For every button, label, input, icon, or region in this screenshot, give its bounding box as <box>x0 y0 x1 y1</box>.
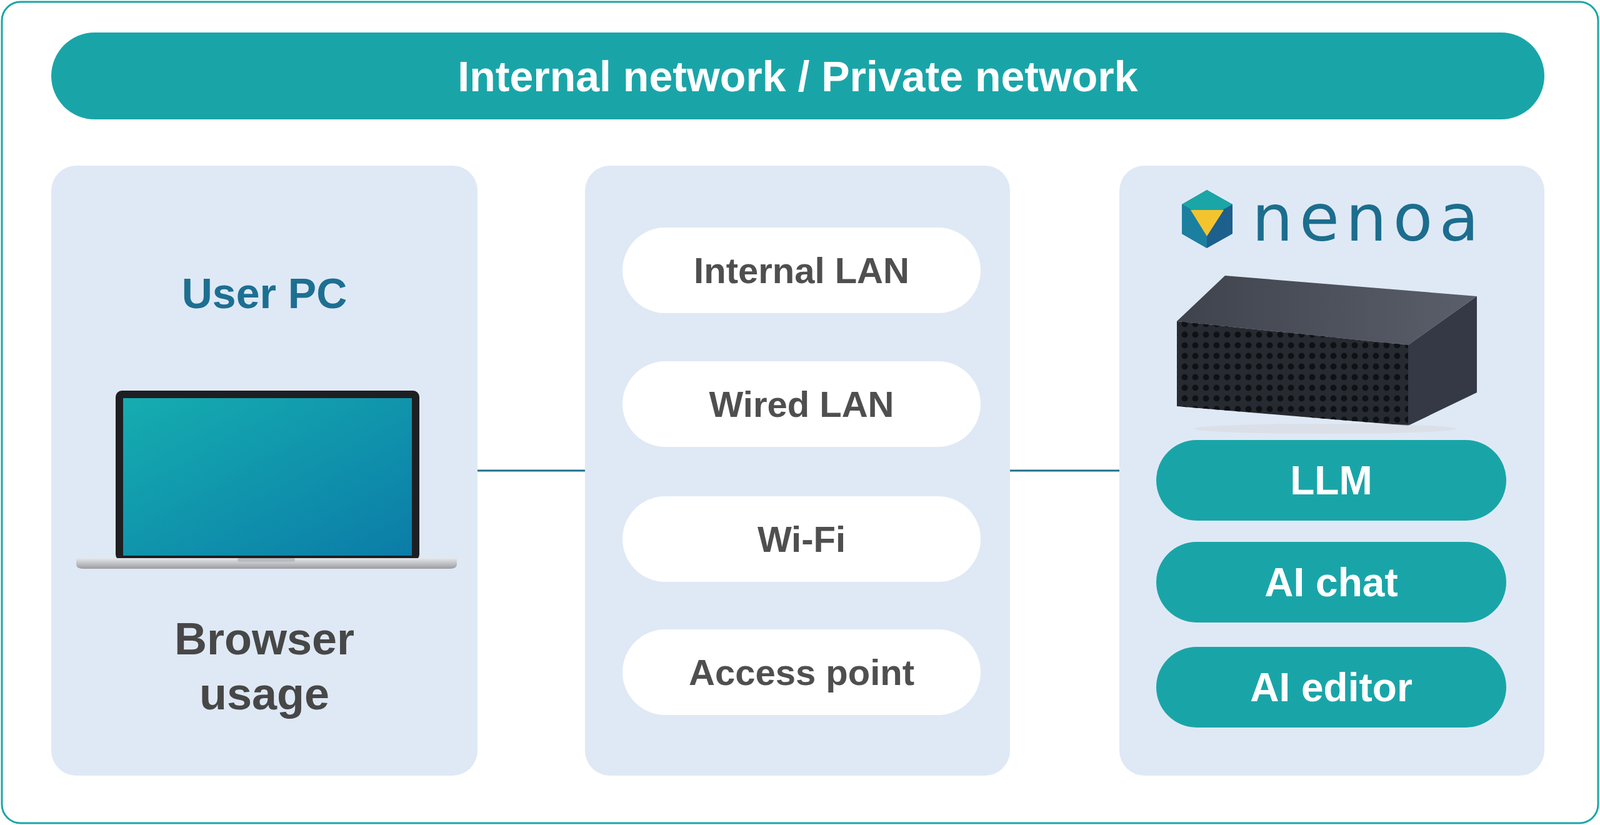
feature-pill: AI chat <box>1156 541 1507 623</box>
title-band: Internal network / Private network <box>51 32 1545 120</box>
network-option-pill: Access point <box>622 629 981 715</box>
node-label: Wi-Fi <box>757 518 846 560</box>
node-sublabel: Browser usage <box>142 611 387 722</box>
node-label: LLM <box>1290 457 1373 504</box>
feature-pill: AI editor <box>1156 646 1507 728</box>
node-label: User PC <box>51 268 478 319</box>
node-label: Internal LAN <box>693 249 910 292</box>
feature-pill: LLM <box>1156 440 1507 521</box>
device-panel: User PC Browser usage <box>51 165 478 776</box>
network-panel: Internal LAN Wired LAN Wi-FiAccess point <box>585 165 1010 776</box>
node-label: Access point <box>688 651 915 694</box>
connector-line <box>477 470 585 472</box>
node-label: AI chat <box>1264 559 1398 606</box>
brand-name: nenoa <box>1251 180 1527 256</box>
node-label: Internal network / Private network <box>457 51 1138 101</box>
node-label: AI editor <box>1250 664 1413 711</box>
connector-line <box>1010 470 1120 472</box>
network-option-pill: Wi-Fi <box>622 496 981 582</box>
network-option-pill: Internal LAN <box>622 227 981 314</box>
network-option-pill: Wired LAN <box>622 361 981 447</box>
node-label: Wired LAN <box>709 383 895 425</box>
server-panel: nenoaLLM AI chat AI editor <box>1119 165 1545 776</box>
